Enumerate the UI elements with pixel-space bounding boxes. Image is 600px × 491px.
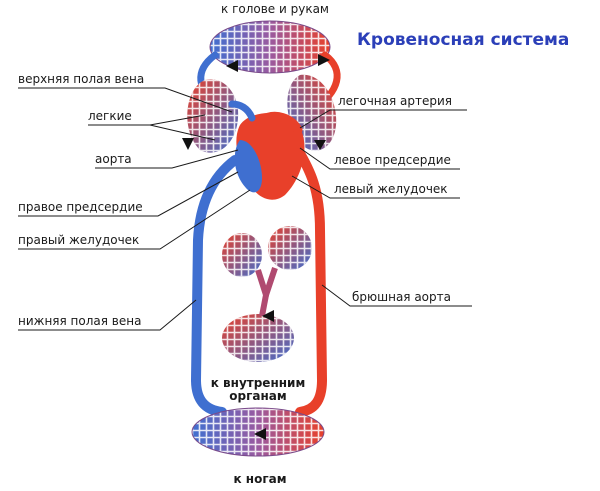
diagram-title: Кровеносная система	[357, 30, 570, 50]
head-capillary-bed	[209, 20, 331, 74]
arrow-left-icon	[254, 428, 266, 440]
label-abdominal-aorta: брюшная аорта	[352, 290, 451, 304]
label-legs: к ногам	[233, 472, 287, 486]
label-right-atrium: правое предсердие	[18, 200, 143, 214]
label-aorta: аорта	[95, 152, 132, 166]
label-left-ventricle: левый желудочек	[334, 182, 448, 196]
label-inferior-vena-cava: нижняя полая вена	[18, 314, 142, 328]
label-lungs: легкие	[88, 109, 132, 123]
aorta-vessel	[293, 145, 328, 417]
label-right-ventricle: правый желудочек	[18, 233, 140, 247]
arrow-left-icon	[262, 310, 274, 322]
arrow-down-icon	[182, 138, 194, 150]
organ-capillaries	[222, 226, 312, 362]
arrow-left-icon	[226, 60, 238, 72]
label-internal-organs-line2: органам	[229, 389, 287, 403]
left-lung	[187, 79, 239, 153]
flow-arrows	[182, 54, 330, 440]
label-internal-organs-line1: к внутренним	[210, 376, 306, 390]
arrow-right-icon	[318, 54, 330, 66]
vena-cava-vessel	[190, 155, 240, 417]
heart	[228, 100, 305, 200]
label-pulmonary-artery: легочная артерия	[338, 94, 452, 108]
label-head-arms: к голове и рукам	[221, 2, 329, 16]
leader-lines	[18, 87, 472, 331]
label-left-atrium: левое предсердие	[334, 153, 451, 167]
arrow-down-icon	[314, 140, 326, 150]
label-superior-vena-cava: верхняя полая вена	[18, 72, 145, 86]
